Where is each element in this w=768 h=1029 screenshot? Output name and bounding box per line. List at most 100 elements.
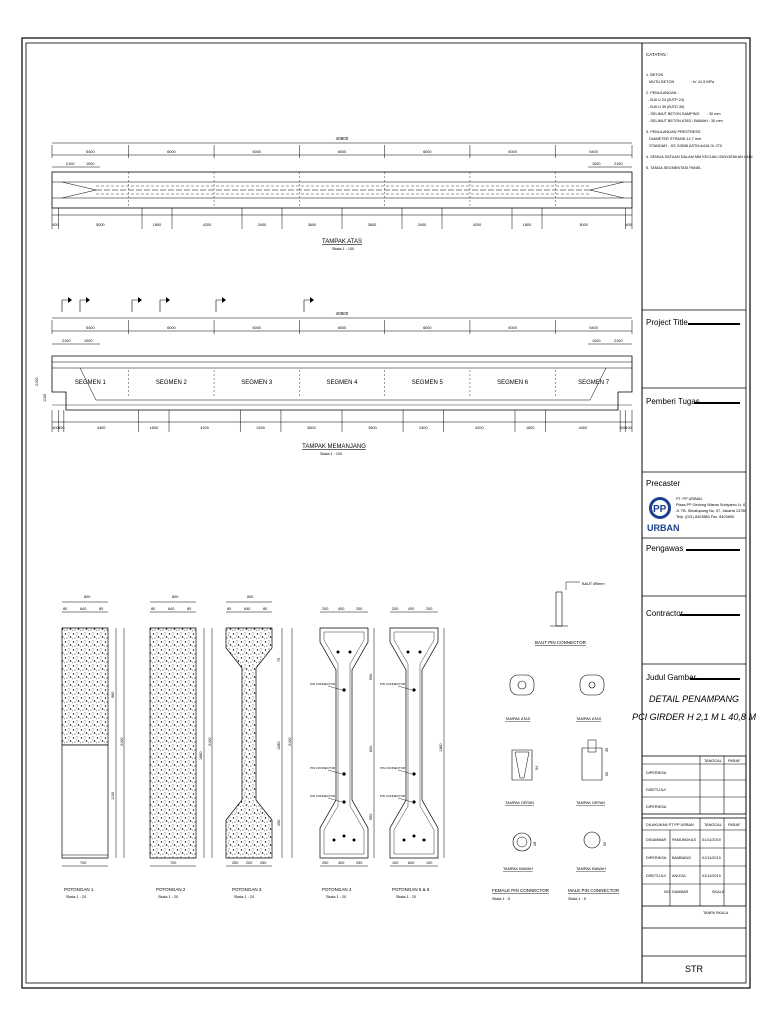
svg-text:250: 250 [260,861,266,865]
svg-text:80: 80 [227,607,231,611]
svg-text:2100: 2100 [288,738,292,746]
svg-text:640: 640 [80,607,86,611]
precaster-label: Precaster [646,479,681,488]
company-line: Telp. (021) 8403883 Fax. 8403890 [676,515,734,519]
svg-text:Skala 1 : 20: Skala 1 : 20 [396,895,416,899]
svg-text:640: 640 [244,607,250,611]
svg-text:PP: PP [653,504,667,515]
svg-text:TAMPAK ATAS: TAMPAK ATAS [505,717,531,721]
svg-text:2100: 2100 [35,378,39,386]
svg-text:400: 400 [338,607,344,611]
top-view-label: TAMPAK ATAS [322,239,362,245]
drawing-title-1: DETAIL PENAMPANG [649,694,739,704]
female-pin-label: FEMALE PIN CONNECTOR [492,888,550,893]
svg-text:ANGGA: ANGGA [672,874,686,878]
pin-connector-label: PIN CONNECTOR [310,766,336,770]
dimension-label: 6000 [338,326,346,330]
svg-text:DILAKUKAN PT PP URBAN: DILAKUKAN PT PP URBAN [646,823,694,827]
svg-text:250: 250 [277,820,281,826]
svg-text:400: 400 [408,607,414,611]
svg-text:TAMPAK BAWAH: TAMPAK BAWAH [503,867,533,871]
svg-text:35: 35 [605,748,609,752]
svg-text:POTONGAN 1: POTONGAN 1 [64,887,94,892]
svg-text:1000: 1000 [592,162,600,166]
notes-heading: CATATAN : [646,52,668,57]
section-potongan-1: 800 80 640 80 700 980 1100 2100 POTONGAN… [61,595,125,899]
svg-text:550: 550 [369,674,373,680]
svg-text:POTONGAN 2: POTONGAN 2 [156,887,186,892]
note-line: DIAMETER STRAND 12,7 mm [646,137,701,141]
svg-text:Skala 1 : 20: Skala 1 : 20 [66,895,86,899]
svg-text:2100: 2100 [66,162,74,166]
section-cut-marker [79,299,86,312]
dimension-label: 4200 [473,223,481,227]
pin-connector-label: PIN CONNECTOR [310,682,336,686]
inner-frame [25,42,747,984]
dimension-label: 400 [52,223,58,227]
segment-label: SEGMEN 7 [578,380,610,386]
dimension-label: 3600 [307,426,315,430]
arrow-icon [310,297,314,303]
svg-text:640: 640 [168,607,174,611]
svg-text:2100: 2100 [614,339,622,343]
section-cut-marker [159,299,166,312]
section-potongan-3: 800 80 640 80 250 200 250 75 1280 250 21… [225,595,293,899]
note-line: 4. SEMUA SATUAN DALAM MM KECUALI DINYATA… [646,155,753,159]
svg-text:POTONGAN 3: POTONGAN 3 [232,887,262,892]
svg-text:1000: 1000 [84,339,92,343]
svg-text:2100: 2100 [208,738,212,746]
svg-text:980: 980 [111,692,115,698]
svg-text:1100: 1100 [111,792,115,800]
svg-text:2100: 2100 [614,162,622,166]
dimension-label: 2400 [418,223,426,227]
pin-connector-label: PIN CONNECTOR [380,682,406,686]
dimension-label: 3600 [368,426,376,430]
segment-label: SEGMEN 1 [75,380,107,386]
svg-text:700: 700 [80,861,86,865]
svg-text:600: 600 [408,861,414,865]
outer-frame [21,37,751,989]
dimension-label: 400 [625,426,631,430]
svg-text:TAMPAK ATAS: TAMPAK ATAS [576,717,602,721]
svg-text:Skala 1 : 100: Skala 1 : 100 [332,247,354,251]
dimension-label: 1800 [523,223,531,227]
pengawas-label: Pengawas [646,544,683,553]
svg-text:800: 800 [84,595,90,599]
dimension-label: 300 [620,426,626,430]
svg-text:1280: 1280 [277,742,281,750]
dimension-label: 2400 [419,426,427,430]
svg-text:DIPERIKSA: DIPERIKSA [646,856,667,860]
arrow-icon [222,297,226,303]
pemberi-tugas-label: Pemberi Tugas [646,397,700,406]
section-potongan-2: 800 80 640 80 700 1680 2100 POTONGAN 2 S… [149,595,213,899]
pin-connector-dot [342,688,346,692]
svg-text:Skala 1 : 20: Skala 1 : 20 [234,895,254,899]
svg-text:80: 80 [63,607,67,611]
svg-text:1000: 1000 [592,339,600,343]
pin-connector-label: PIN CONNECTOR [380,794,406,798]
svg-text:1380: 1380 [439,744,443,752]
svg-text:POTONGAN 4: POTONGAN 4 [322,887,352,892]
svg-text:DIPERIKSA: DIPERIKSA [646,805,667,809]
dimension-label: 6000 [423,326,431,330]
svg-text:80: 80 [187,607,191,611]
svg-text:1100: 1100 [43,394,47,402]
svg-text:800: 800 [247,595,253,599]
svg-text:PARAF: PARAF [728,823,741,827]
dimension-label: 5000 [96,223,104,227]
pin-connector-dot [342,772,346,776]
svg-text:2100: 2100 [120,738,124,746]
svg-text:250: 250 [356,861,362,865]
company-line: Plaza PP Gedung Wisma Subiyanto Lt. 6 [676,503,745,507]
arrow-icon [86,297,90,303]
svg-text:POTONGAN 5 & 6: POTONGAN 5 & 6 [392,887,430,892]
dimension-label: 6000 [252,326,260,330]
dimension-label: 5400 [86,150,94,154]
company-line: PT. PP URBAN [676,497,702,501]
svg-text:700: 700 [170,861,176,865]
svg-text:TANPA SKALA: TANPA SKALA [703,911,729,915]
note-line: - BJ# U 24 (BJTP 24) [646,98,685,102]
segment-label: SEGMEN 5 [412,380,444,386]
